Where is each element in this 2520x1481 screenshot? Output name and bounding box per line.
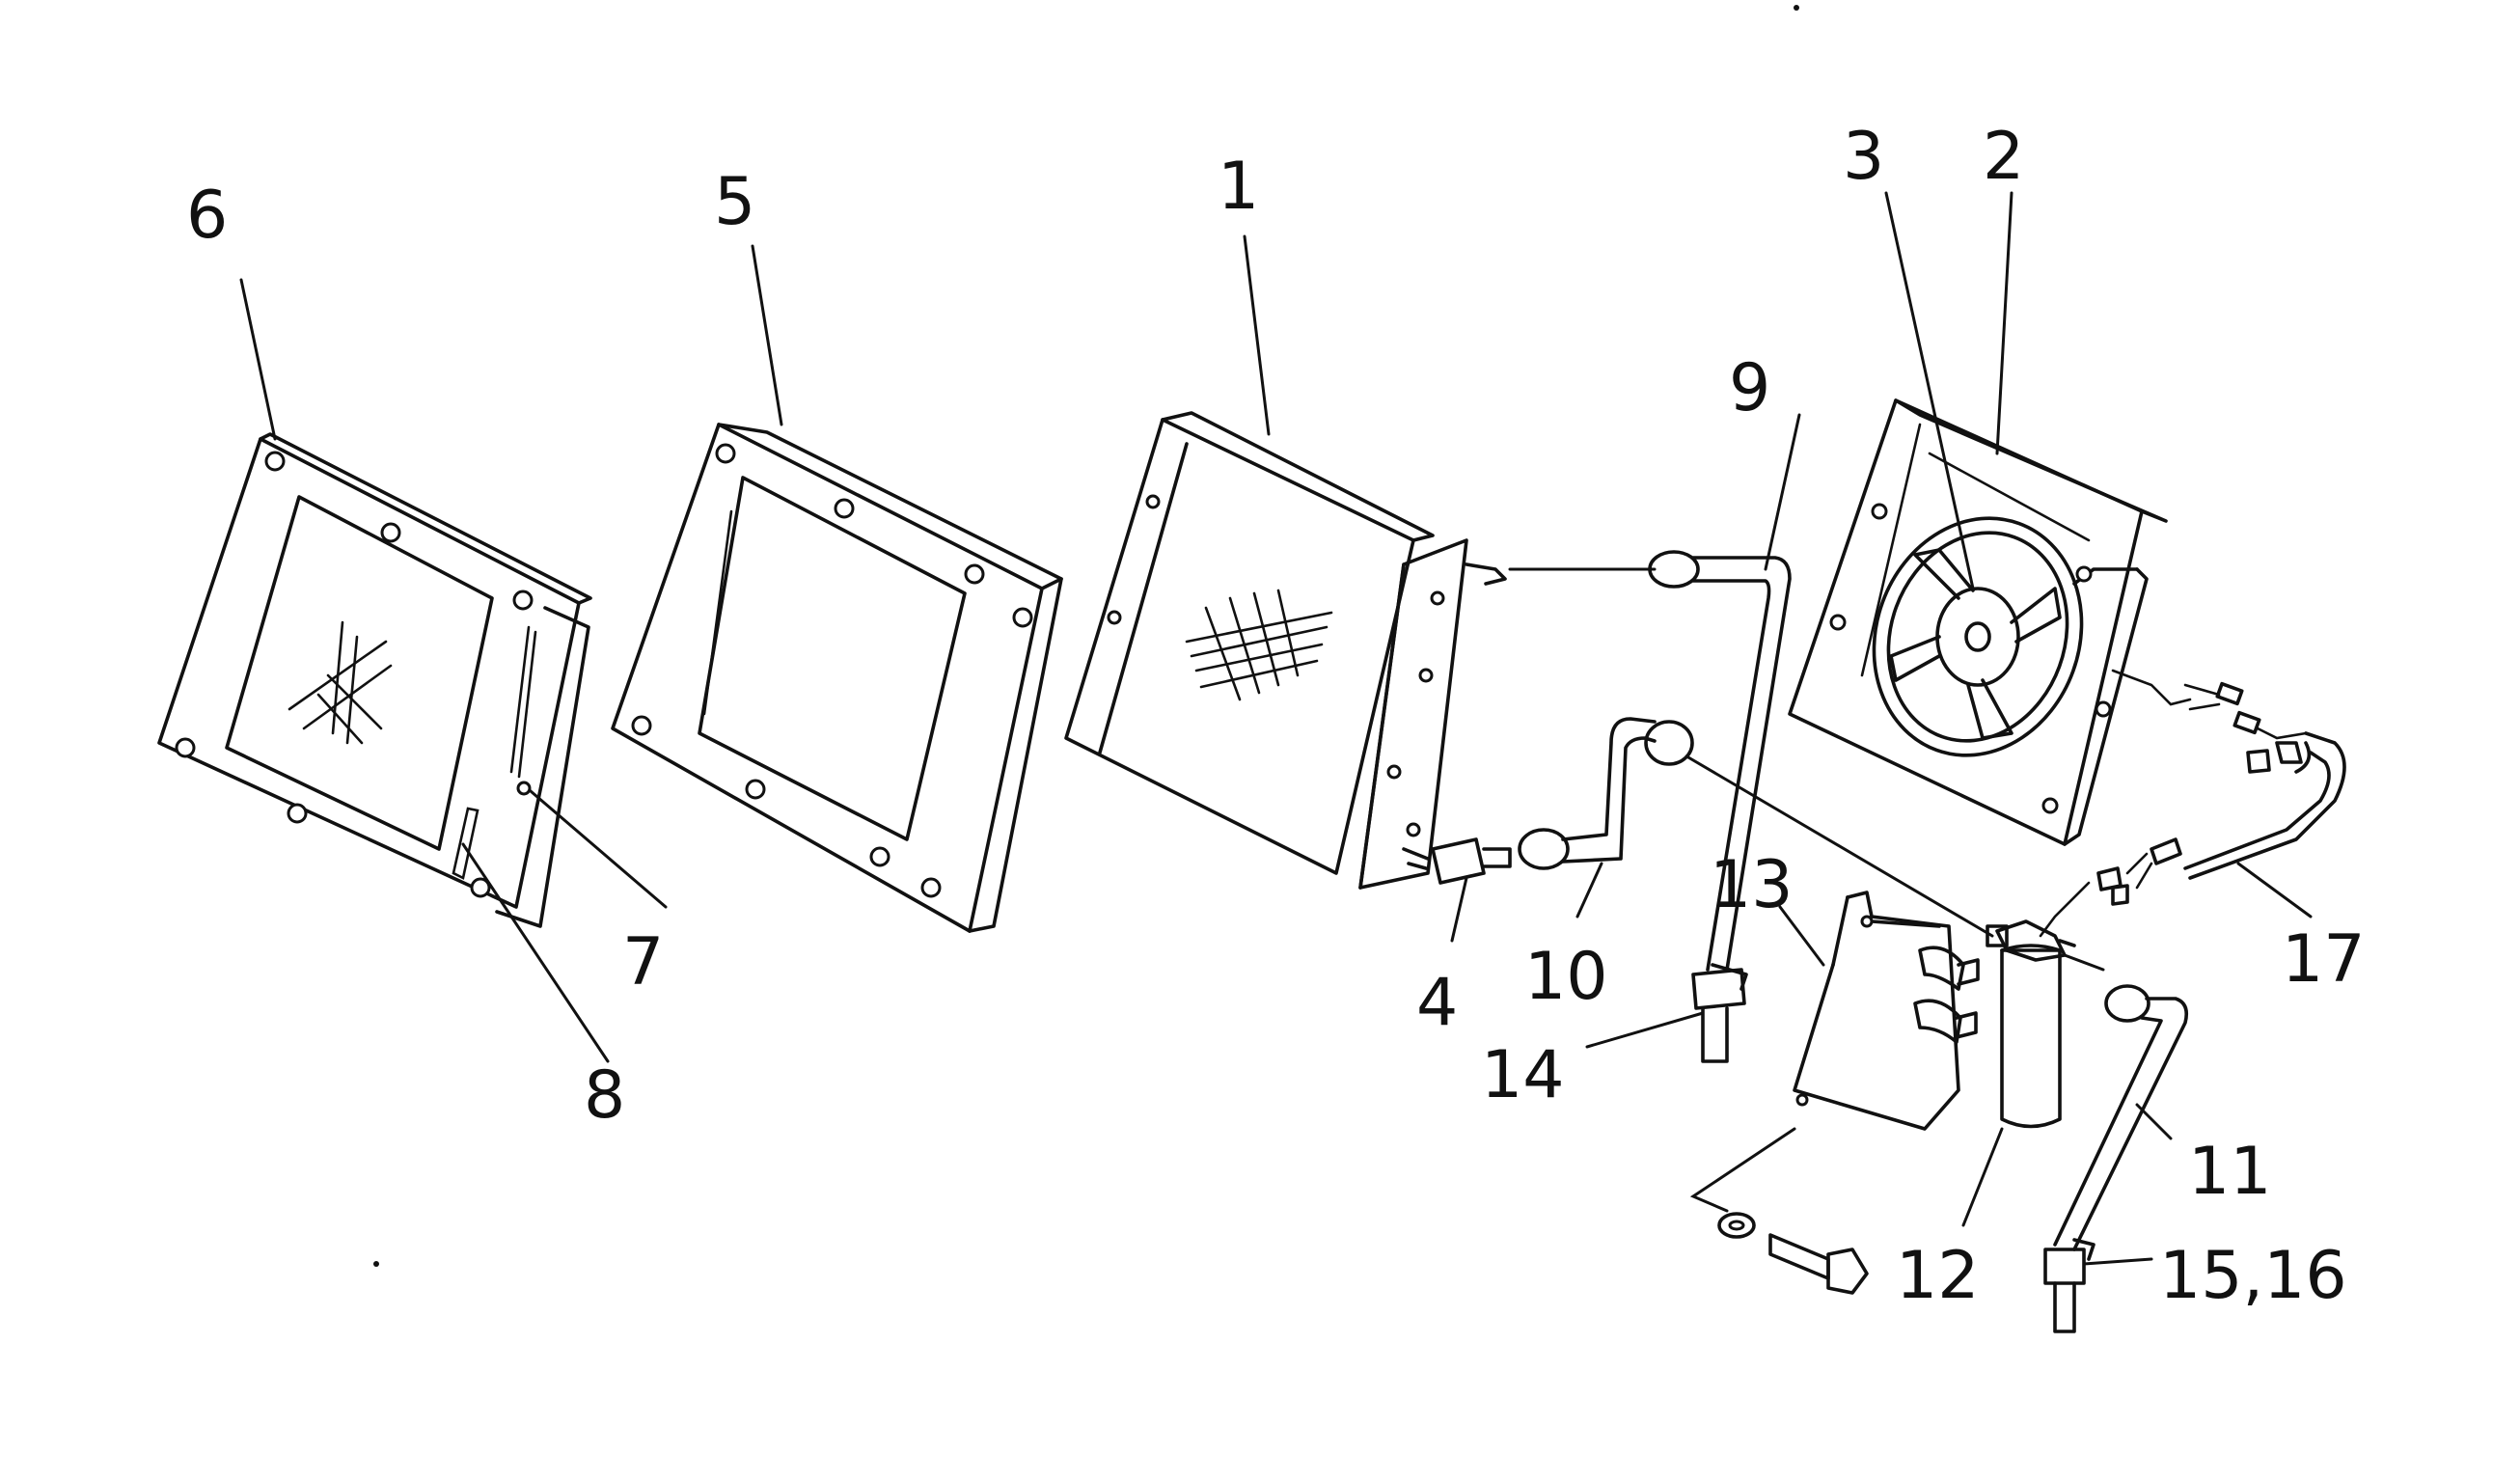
callout-17: 17	[2282, 921, 2366, 998]
part-13-bracket	[1793, 891, 1980, 1131]
part-11-pipe	[2043, 953, 2189, 1333]
leader-7	[529, 789, 668, 909]
leader-12	[1961, 1127, 2004, 1227]
callout-3: 3	[1843, 119, 1884, 195]
part-17-wiring-harness	[2039, 669, 2346, 938]
leader-10	[1575, 862, 1603, 919]
part-5-frame	[611, 423, 1063, 933]
callout-15-16: 15,16	[2159, 1238, 2347, 1314]
callout-10: 10	[1524, 939, 1608, 1015]
callout-11: 11	[2188, 1134, 2272, 1210]
callout-2: 2	[1983, 119, 2024, 195]
part-4-fitting	[1431, 837, 1512, 885]
washer-and-bolt	[1689, 1127, 1869, 1295]
callout-12: 12	[1896, 1238, 1980, 1314]
callout-13: 13	[1710, 847, 1794, 923]
leader-4	[1450, 876, 1468, 943]
leader-9	[1764, 413, 1801, 571]
part-12-receiver-dryer	[1986, 919, 2076, 1129]
leader-lines	[239, 191, 2313, 1266]
leader-17	[2236, 862, 2313, 919]
leader-11	[2135, 1103, 2173, 1140]
leader-3	[1884, 191, 1975, 590]
leader-13	[1778, 905, 1825, 967]
callout-1: 1	[1218, 149, 1259, 225]
part-10-pipe	[1518, 717, 1694, 870]
scan-speck	[1794, 5, 1799, 11]
part-2-fan-shroud	[1788, 398, 2168, 846]
leader-15-16	[2082, 1257, 2153, 1266]
callout-7: 7	[622, 924, 664, 1001]
callout-5: 5	[714, 164, 755, 240]
connection-line	[1686, 755, 1994, 938]
scan-speck	[373, 1261, 379, 1267]
callout-9: 9	[1729, 350, 1770, 426]
callout-14: 14	[1481, 1037, 1565, 1113]
callout-4: 4	[1416, 965, 1458, 1041]
leader-5	[751, 244, 783, 426]
part-1-core-unit	[1064, 411, 1507, 890]
leader-1	[1243, 234, 1271, 436]
leader-8	[461, 842, 610, 1063]
leader-6	[239, 278, 277, 441]
callout-8: 8	[584, 1057, 625, 1134]
part-9-pipe	[1508, 550, 1792, 1063]
part-6-cover-panel	[157, 432, 592, 928]
part-3-fan-rotor	[1872, 516, 2084, 757]
callout-labels: 6 5 1 3 2 9 7 8 4 10 13 14 11 12 15,16 1…	[186, 119, 2366, 1314]
callout-6: 6	[186, 178, 228, 254]
leader-2	[1995, 191, 2013, 455]
leader-14	[1585, 1011, 1705, 1049]
